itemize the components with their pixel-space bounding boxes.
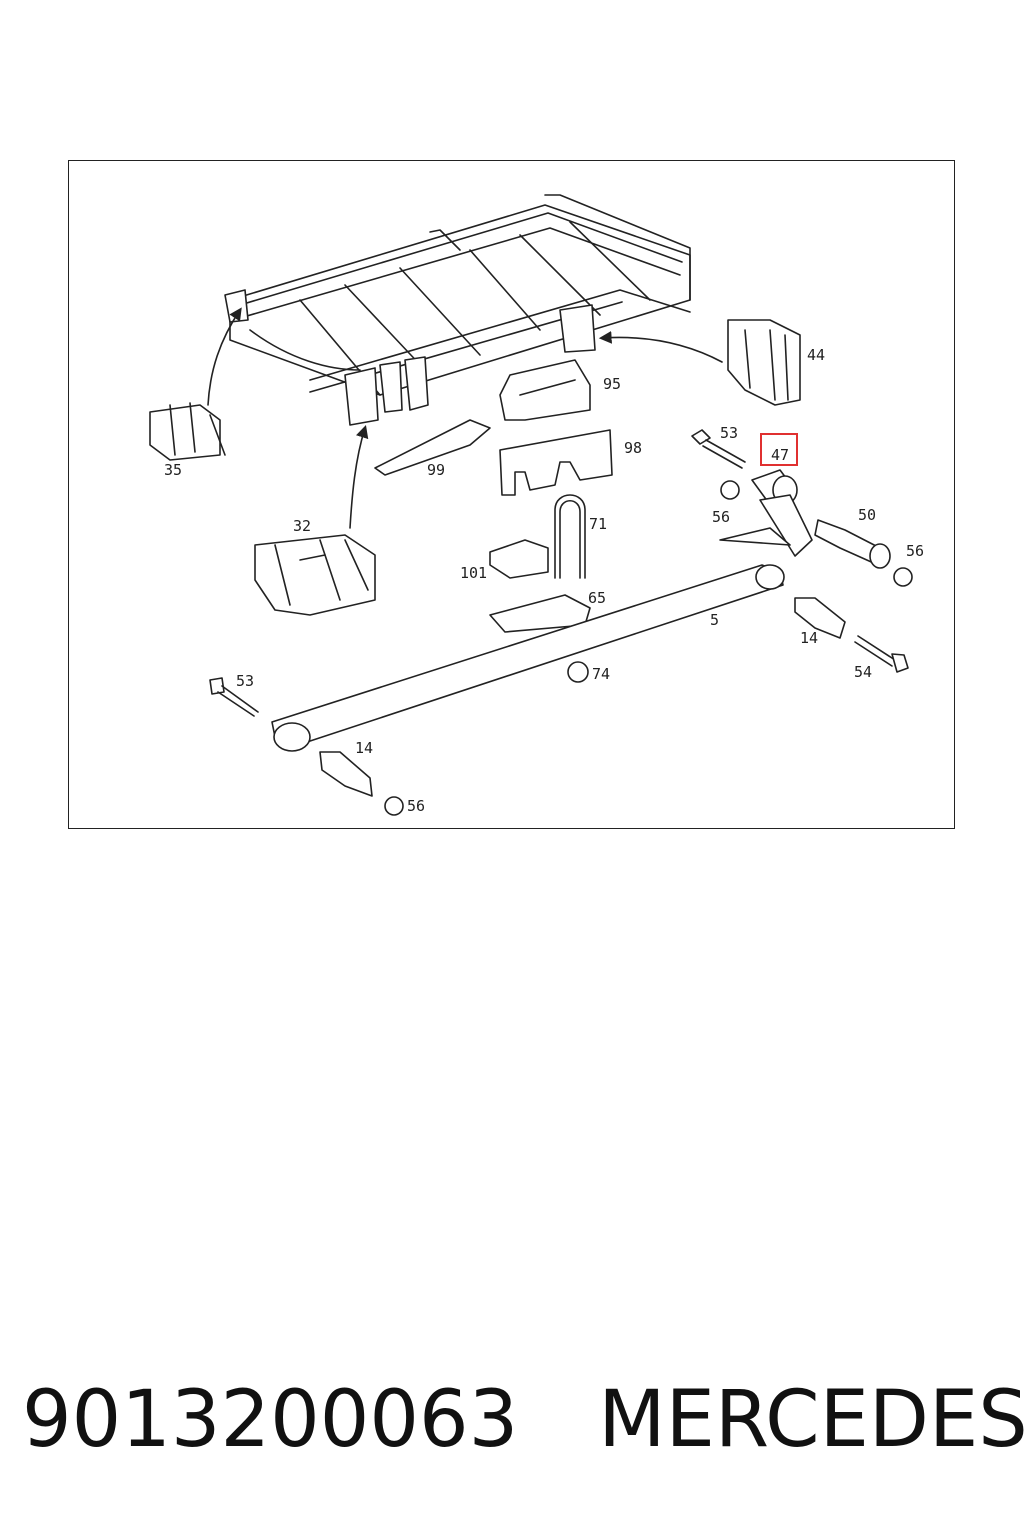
part-53-bolt-upper — [691, 429, 746, 469]
chassis-frame — [224, 194, 691, 426]
part-54-bolt — [854, 635, 909, 673]
part-65-seat — [489, 594, 591, 633]
callout-74: 74 — [592, 665, 610, 683]
callout-44: 44 — [807, 346, 825, 364]
part-56-nut-upper — [720, 480, 740, 500]
brand-name: MERCEDES — [598, 1375, 1024, 1465]
callout-98: 98 — [624, 439, 642, 457]
part-71-u-bolt — [554, 494, 586, 579]
callout-14-left: 14 — [355, 739, 373, 757]
part-14-bushing-right — [794, 597, 846, 639]
callout-labels: 35 32 99 95 98 44 53 47 56 50 56 71 101 … — [164, 346, 924, 815]
callout-56-upper: 56 — [712, 508, 730, 526]
part-32-bracket — [254, 534, 376, 616]
callout-99: 99 — [427, 461, 445, 479]
callout-53-lower: 53 — [236, 672, 254, 690]
callout-101: 101 — [460, 564, 487, 582]
part-5-leaf-spring — [271, 564, 785, 752]
caption: 9013200063 MERCEDES — [22, 1370, 1024, 1470]
callout-32: 32 — [293, 517, 311, 535]
assembly-arrows — [207, 307, 723, 529]
part-53-bolt-lower — [209, 677, 259, 717]
callout-5: 5 — [710, 611, 719, 629]
part-99-plate — [374, 419, 491, 476]
part-number: 9013200063 — [22, 1375, 519, 1465]
callout-95: 95 — [603, 375, 621, 393]
part-74-nut — [567, 661, 589, 683]
part-14-bushing-left — [319, 751, 373, 797]
part-35-bracket — [149, 402, 226, 461]
part-98-bracket — [499, 429, 613, 496]
callout-35: 35 — [164, 461, 182, 479]
part-95-guide — [499, 359, 591, 421]
part-56-nut-right — [893, 567, 913, 587]
part-44-bracket — [727, 319, 801, 406]
part-101-pad — [489, 539, 549, 579]
callout-53-upper: 53 — [720, 424, 738, 442]
callout-65: 65 — [588, 589, 606, 607]
callout-71: 71 — [589, 515, 607, 533]
part-56-nut-lower — [384, 796, 404, 816]
callout-14-right: 14 — [800, 629, 818, 647]
callout-50: 50 — [858, 506, 876, 524]
callout-47-highlight — [760, 433, 798, 466]
callout-56-right: 56 — [906, 542, 924, 560]
callout-47: 47 — [771, 446, 789, 464]
callout-56-lower: 56 — [407, 797, 425, 815]
part-50-pin — [814, 519, 891, 569]
part-47-shackle — [719, 469, 813, 557]
callout-54: 54 — [854, 663, 872, 681]
